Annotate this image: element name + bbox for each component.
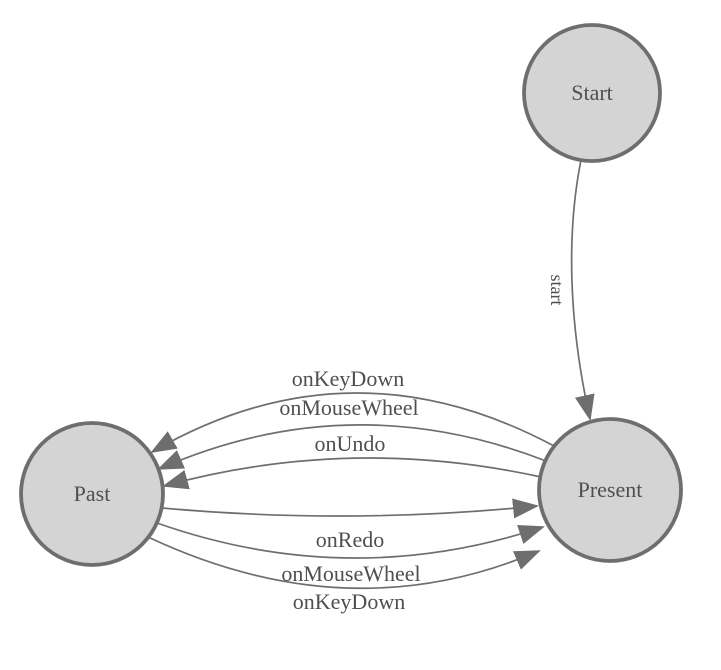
state-circle-past[interactable]: [19, 421, 165, 567]
state-node-present[interactable]: Present: [537, 417, 683, 563]
edge-past-to-present-onkeydown[interactable]: onKeyDown: [147, 536, 541, 614]
edge-label-onundo: onUndo: [315, 431, 386, 456]
edge-line[interactable]: [150, 392, 555, 454]
edge-label-onmousewheel: onMouseWheel: [279, 395, 418, 420]
edge-label-start: start: [547, 275, 567, 306]
edge-label-onredo: onRedo: [316, 527, 384, 552]
edge-present-to-past-onkeydown[interactable]: onKeyDown: [150, 366, 555, 454]
state-circle-start[interactable]: [522, 23, 662, 163]
edge-line[interactable]: [147, 536, 541, 590]
edge-label-onkeydown: onKeyDown: [293, 589, 405, 614]
state-label-present: Present: [578, 477, 643, 502]
state-node-start[interactable]: Start: [522, 23, 662, 163]
edge-line[interactable]: [156, 522, 545, 559]
edge-line[interactable]: [157, 424, 547, 470]
edge-past-to-present-onmousewheel[interactable]: onMouseWheel: [156, 522, 545, 586]
edge-start-to-present[interactable]: start: [547, 159, 595, 421]
state-label-start: Start: [571, 80, 613, 105]
edge-line[interactable]: [162, 457, 542, 490]
state-circle-present[interactable]: [537, 417, 683, 563]
edge-label-onkeydown: onKeyDown: [292, 366, 404, 391]
edge-label-onmousewheel: onMouseWheel: [281, 561, 420, 586]
edge-present-to-past-onmousewheel[interactable]: onMouseWheel: [157, 395, 547, 470]
edge-past-to-present-onredo[interactable]: onRedo: [161, 498, 539, 552]
edge-present-to-past-onundo[interactable]: onUndo: [162, 431, 542, 490]
edge-line[interactable]: [161, 498, 539, 519]
state-label-past: Past: [74, 481, 111, 506]
edge-line[interactable]: [570, 159, 595, 421]
state-node-past[interactable]: Past: [19, 421, 165, 567]
